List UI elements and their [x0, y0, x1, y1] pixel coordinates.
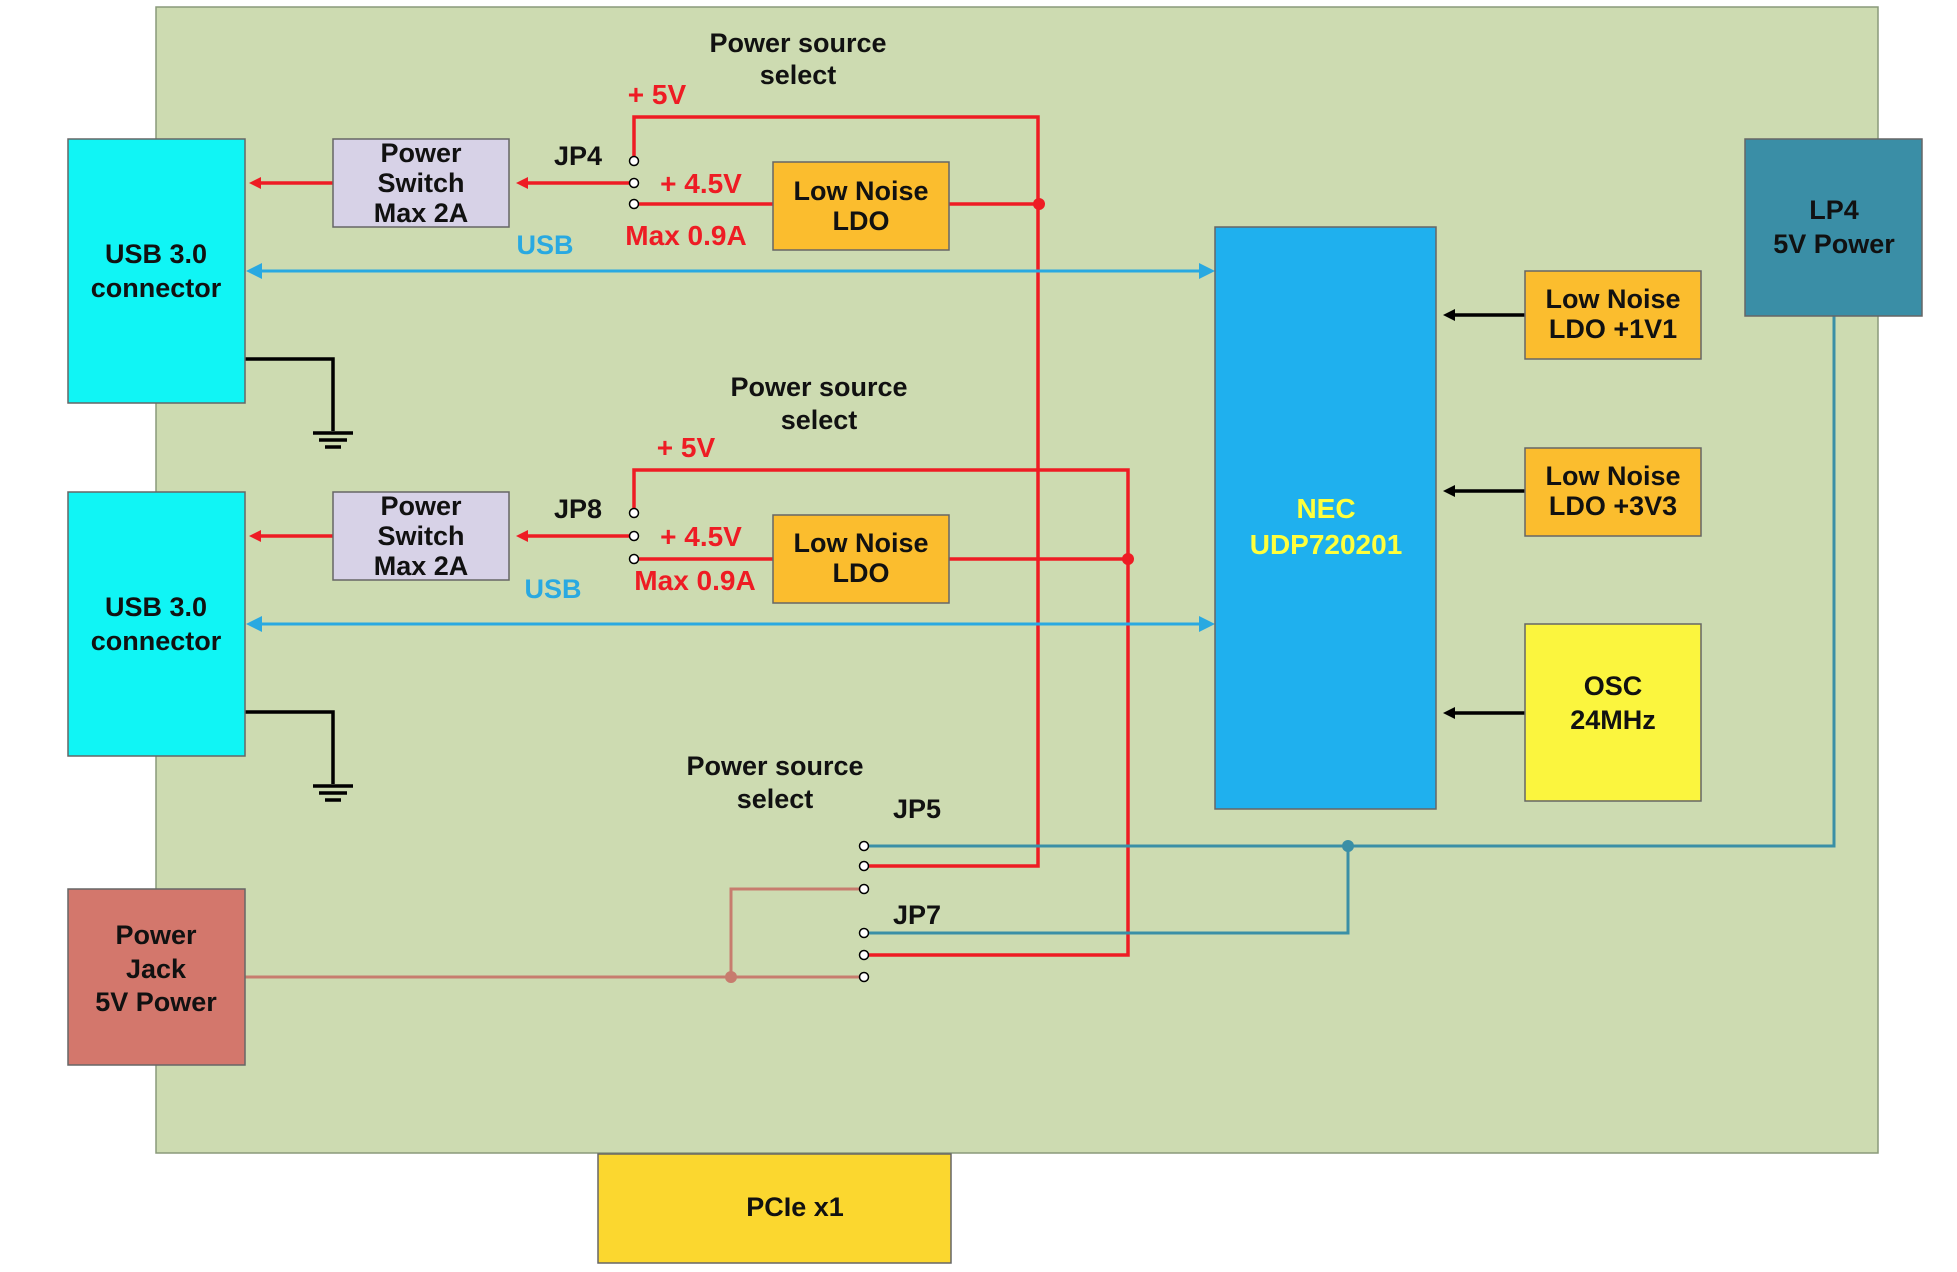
ground-icon — [313, 431, 353, 449]
block-label: Max 2A — [374, 198, 469, 228]
jumper-jp8-pins — [628, 507, 640, 565]
power-source-select-label: Power source — [709, 28, 886, 58]
ground-icon — [313, 784, 353, 802]
block-label: Low Noise — [793, 528, 928, 558]
rail-label-max-current: Max 0.9A — [634, 565, 755, 596]
block-label: USB 3.0 — [105, 592, 207, 622]
rail-label-5v: + 5V — [657, 432, 716, 463]
junction-dot — [1122, 553, 1134, 565]
nec-controller-chip: NEC UDP720201 — [1214, 226, 1437, 810]
block-label: Low Noise — [793, 176, 928, 206]
rail-label-max-current: Max 0.9A — [625, 220, 746, 251]
block-label: 5V Power — [95, 987, 217, 1017]
block-label: 24MHz — [1570, 705, 1656, 735]
block-label: OSC — [1584, 671, 1643, 701]
junction-dot — [1033, 198, 1045, 210]
junction-dot — [1342, 840, 1354, 852]
block-label: Switch — [377, 168, 464, 198]
block-label: Power — [380, 491, 462, 521]
block-label: NEC — [1296, 493, 1355, 524]
arrowhead — [1199, 616, 1215, 632]
ground-wire-2 — [245, 710, 335, 784]
lp4-5v-power: LP4 5V Power — [1744, 138, 1923, 317]
block-label: USB 3.0 — [105, 239, 207, 269]
wire-5v-mid — [632, 468, 1130, 957]
block-label: Max 2A — [374, 551, 469, 581]
block-label: 5V Power — [1773, 229, 1895, 259]
arrowhead — [1199, 263, 1215, 279]
jumper-jp4-pins — [628, 155, 640, 210]
power-source-select-label: select — [760, 60, 837, 90]
block-label: LP4 — [1809, 195, 1859, 225]
usb-connector-2: USB 3.0 connector — [67, 491, 246, 757]
pcie-x1-connector: PCIe x1 — [597, 1153, 952, 1264]
power-source-select-label: Power source — [730, 372, 907, 402]
rail-label-4v5: + 4.5V — [660, 521, 742, 552]
wire-power-jack-jp5 — [729, 887, 864, 977]
oscillator-24mhz: OSC 24MHz — [1524, 623, 1702, 802]
block-label: Power — [380, 138, 462, 168]
block-label: LDO +3V3 — [1549, 491, 1677, 521]
jumper-label-jp8: JP8 — [554, 494, 602, 524]
wire-lp4-jp7 — [864, 846, 1350, 935]
usb-link-label: USB — [516, 230, 573, 260]
block-label: UDP720201 — [1250, 529, 1403, 560]
power-switch-2: Power Switch Max 2A — [332, 491, 510, 581]
wire-5v-top — [632, 115, 1040, 868]
jumper-label-jp5: JP5 — [893, 794, 941, 824]
block-label: LDO — [833, 206, 890, 236]
arrowhead — [246, 263, 262, 279]
block-label: connector — [91, 273, 222, 303]
usb-connector-1: USB 3.0 connector — [67, 138, 246, 404]
block-label: Power — [115, 920, 197, 950]
block-label: Jack — [126, 954, 187, 984]
rail-label-5v: + 5V — [628, 79, 687, 110]
usb-link-label: USB — [524, 574, 581, 604]
arrowhead — [246, 616, 262, 632]
block-label: LDO +1V1 — [1549, 314, 1677, 344]
ldo-1v1: Low Noise LDO +1V1 — [1524, 270, 1702, 360]
ldo-3v3: Low Noise LDO +3V3 — [1524, 447, 1702, 537]
power-source-select-label: select — [781, 405, 858, 435]
rail-label-4v5: + 4.5V — [660, 168, 742, 199]
power-switch-1: Power Switch Max 2A — [332, 138, 510, 228]
block-label: Switch — [377, 521, 464, 551]
wire-lp4 — [864, 316, 1836, 848]
block-label: LDO — [833, 558, 890, 588]
block-label: Low Noise — [1545, 284, 1680, 314]
junction-dot — [725, 971, 737, 983]
jumper-jp7-pins — [858, 927, 870, 983]
ground-wire-1 — [245, 357, 335, 431]
low-noise-ldo-1: Low Noise LDO — [772, 161, 950, 251]
block-label: PCIe x1 — [746, 1192, 844, 1222]
jumper-jp5-pins — [858, 840, 870, 895]
block-label: connector — [91, 626, 222, 656]
power-source-select-label: select — [737, 784, 814, 814]
low-noise-ldo-2: Low Noise LDO — [772, 514, 950, 604]
jumper-label-jp7: JP7 — [893, 900, 941, 930]
jumper-label-jp4: JP4 — [554, 141, 602, 171]
power-source-select-label: Power source — [686, 751, 863, 781]
power-jack-5v: Power Jack 5V Power — [67, 888, 246, 1066]
block-label: Low Noise — [1545, 461, 1680, 491]
